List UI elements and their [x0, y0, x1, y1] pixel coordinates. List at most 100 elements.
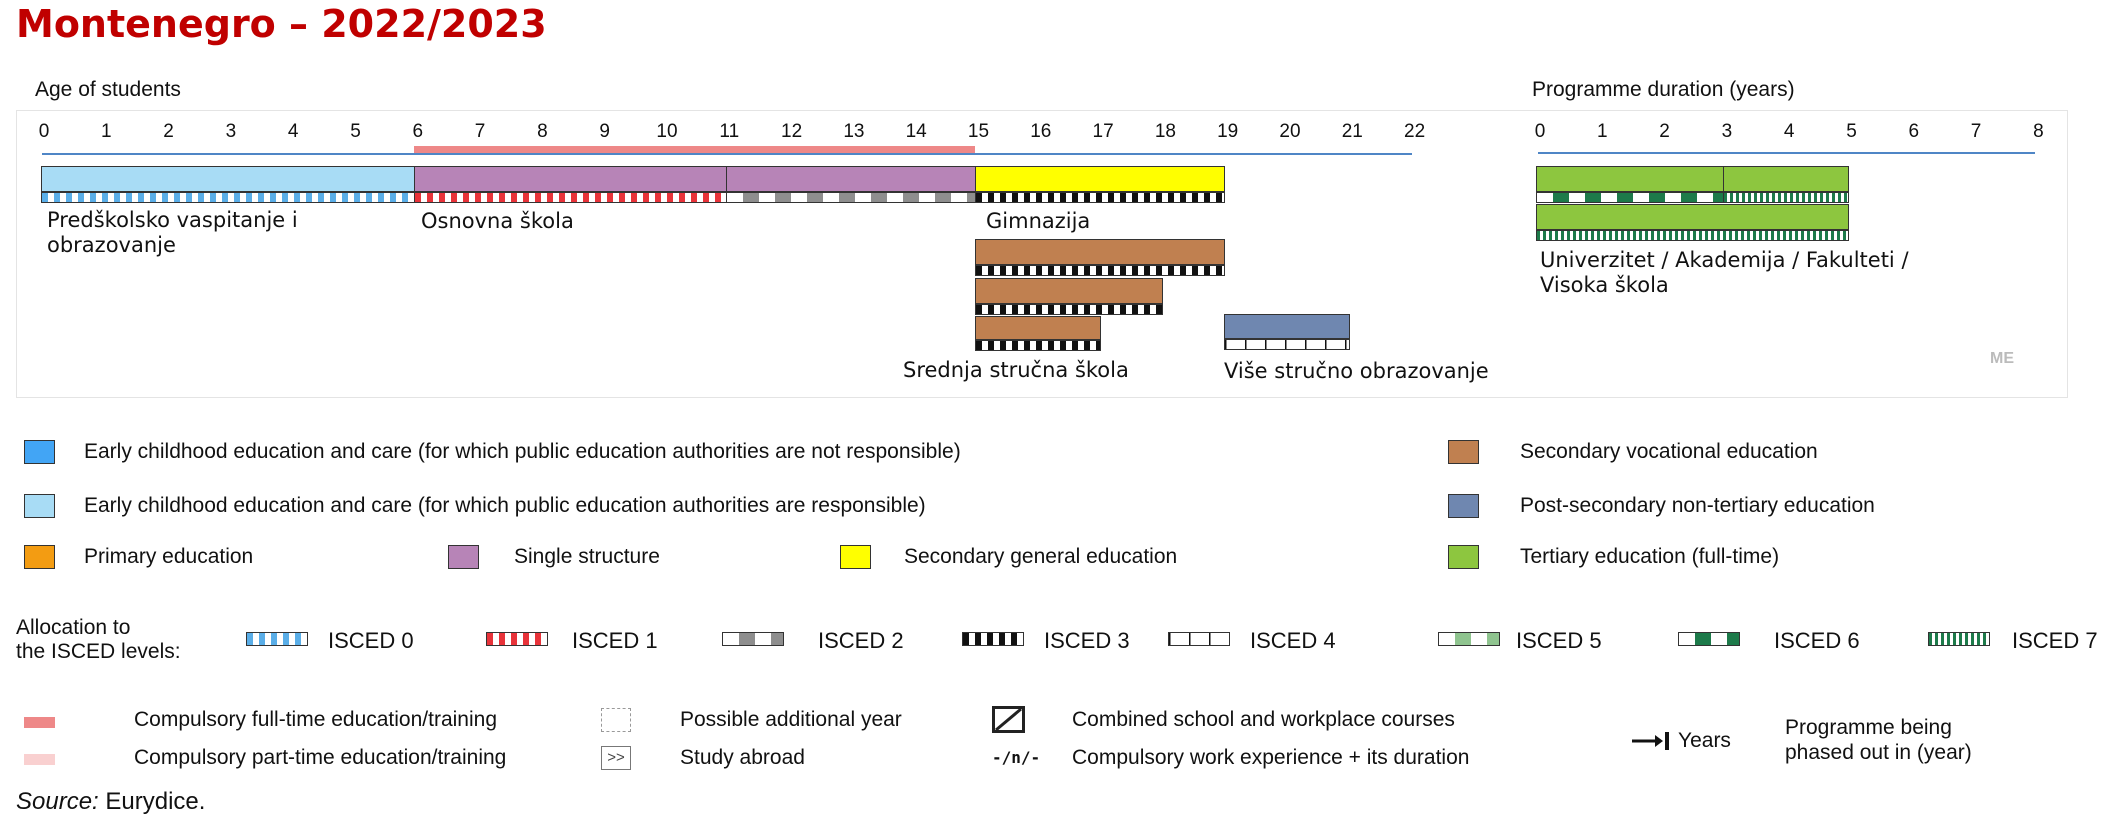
isced3-strip-srednja-2y	[975, 340, 1101, 351]
isced1-swatch	[486, 632, 548, 646]
isced6-label: ISCED 6	[1774, 628, 1860, 653]
age-tick: 4	[287, 121, 299, 142]
years-arrow-icon	[1632, 732, 1669, 750]
legend-combined: Combined school and workplace courses	[1072, 708, 1455, 731]
legend-ecec-not-responsible: Early childhood education and care (for …	[84, 440, 961, 463]
isced0-strip-predskolsko	[41, 192, 415, 203]
legend-work-experience: Compulsory work experience + its duratio…	[1072, 746, 1470, 769]
duration-tick: 1	[1597, 121, 1608, 142]
isced3-strip-srednja-3y	[975, 304, 1163, 315]
age-tick: 10	[656, 121, 678, 142]
bar-vise-strucno	[1224, 314, 1350, 339]
legend-primary: Primary education	[84, 545, 254, 568]
age-tick: 21	[1341, 121, 1363, 142]
legend-tertiary: Tertiary education (full-time)	[1520, 545, 1780, 568]
legend-years: Years	[1678, 729, 1731, 752]
source-note: Source: Eurydice.	[16, 788, 206, 815]
swatch-secondary-general	[840, 545, 871, 569]
age-axis-label: Age of students	[35, 78, 181, 101]
duration-tick: 7	[1970, 121, 1982, 142]
isced2-label: ISCED 2	[818, 628, 904, 653]
swatch-ecec-not-responsible	[24, 440, 55, 464]
duration-tick: 4	[1783, 121, 1795, 142]
work-experience-icon: -/n/-	[992, 748, 1041, 767]
isced5-label: ISCED 5	[1516, 628, 1602, 653]
swatch-tertiary	[1448, 545, 1479, 569]
label-osnovna: Osnovna škola	[421, 209, 574, 233]
duration-tick: 6	[1908, 121, 1920, 142]
legend-secondary-vocational: Secondary vocational education	[1520, 440, 1818, 463]
isced1-label: ISCED 1	[572, 628, 658, 653]
legend-ecec-responsible: Early childhood education and care (for …	[84, 494, 926, 517]
isced3-label: ISCED 3	[1044, 628, 1130, 653]
diagram-panel	[16, 110, 2068, 398]
legend-single-structure: Single structure	[514, 545, 660, 568]
label-srednja: Srednja stručna škola	[903, 358, 1129, 382]
age-tick: 20	[1279, 121, 1301, 142]
label-univerzitet: Univerzitet / Akademija / Fakulteti /Vis…	[1540, 248, 1909, 297]
isced0-swatch	[246, 632, 308, 646]
duration-tick: 2	[1659, 121, 1670, 142]
isced4-swatch	[1168, 632, 1230, 646]
swatch-single-structure	[448, 545, 479, 569]
legend-compulsory-part: Compulsory part-time education/training	[134, 746, 507, 769]
combined-school-workplace-icon	[992, 706, 1025, 733]
swatch-compulsory-part	[24, 754, 55, 765]
duration-tick: 0	[1534, 121, 1546, 142]
isced4-strip-vise	[1224, 339, 1350, 350]
age-tick: 18	[1154, 121, 1176, 142]
age-tick: 13	[843, 121, 865, 142]
isced3-strip-gimnazija	[975, 192, 1225, 203]
bar-srednja-4y	[975, 239, 1225, 265]
age-tick: 22	[1404, 121, 1426, 142]
swatch-post-secondary	[1448, 494, 1479, 518]
age-tick: 9	[599, 121, 610, 142]
bar-univerzitet-1b	[1723, 166, 1849, 192]
age-tick: 8	[537, 121, 548, 142]
duration-tick: 3	[1721, 121, 1733, 142]
age-tick: 0	[38, 121, 50, 142]
isced7-strip-univerzitet-1	[1723, 192, 1849, 203]
isced4-label: ISCED 4	[1250, 628, 1336, 653]
label-vise-strucno: Više stručno obrazovanje	[1224, 359, 1489, 383]
bar-gimnazija	[975, 166, 1225, 192]
swatch-primary	[24, 545, 55, 569]
age-tick: 14	[905, 121, 927, 142]
page-title: Montenegro – 2022/2023	[16, 2, 547, 46]
age-tick: 5	[350, 121, 361, 142]
isced3-strip-srednja-4y	[975, 265, 1225, 276]
isced5-swatch	[1438, 632, 1500, 646]
country-code: ME	[1990, 350, 2014, 367]
duration-axis-label: Programme duration (years)	[1532, 78, 1795, 101]
duration-tick: 8	[2033, 121, 2044, 142]
legend-compulsory-full: Compulsory full-time education/training	[134, 708, 497, 731]
age-axis-line	[42, 153, 1412, 155]
duration-axis-line	[1538, 152, 2035, 154]
swatch-compulsory-full	[24, 717, 55, 728]
isced7-strip-univerzitet-2	[1536, 230, 1849, 241]
swatch-ecec-responsible	[24, 494, 55, 518]
isced0-label: ISCED 0	[328, 628, 414, 653]
swatch-secondary-vocational	[1448, 440, 1479, 464]
bar-srednja-2y	[975, 316, 1101, 340]
age-tick: 6	[412, 121, 424, 142]
isced3-swatch	[962, 632, 1024, 646]
age-tick: 17	[1092, 121, 1114, 142]
legend-study-abroad: Study abroad	[680, 746, 805, 769]
age-tick: 1	[101, 121, 112, 142]
bar-predskolsko	[41, 166, 415, 192]
bar-srednja-3y	[975, 278, 1163, 304]
duration-tick: 5	[1846, 121, 1857, 142]
isced6-strip-univerzitet	[1536, 192, 1724, 203]
compulsory-full-time-line	[414, 146, 975, 153]
age-tick: 7	[474, 121, 486, 142]
bar-univerzitet-2	[1536, 204, 1849, 230]
bar-osnovna-isced2	[726, 166, 976, 192]
age-tick: 12	[781, 121, 803, 142]
age-tick: 19	[1217, 121, 1239, 142]
age-tick: 16	[1030, 121, 1052, 142]
age-tick: 11	[719, 121, 740, 142]
age-tick: 15	[967, 121, 990, 142]
